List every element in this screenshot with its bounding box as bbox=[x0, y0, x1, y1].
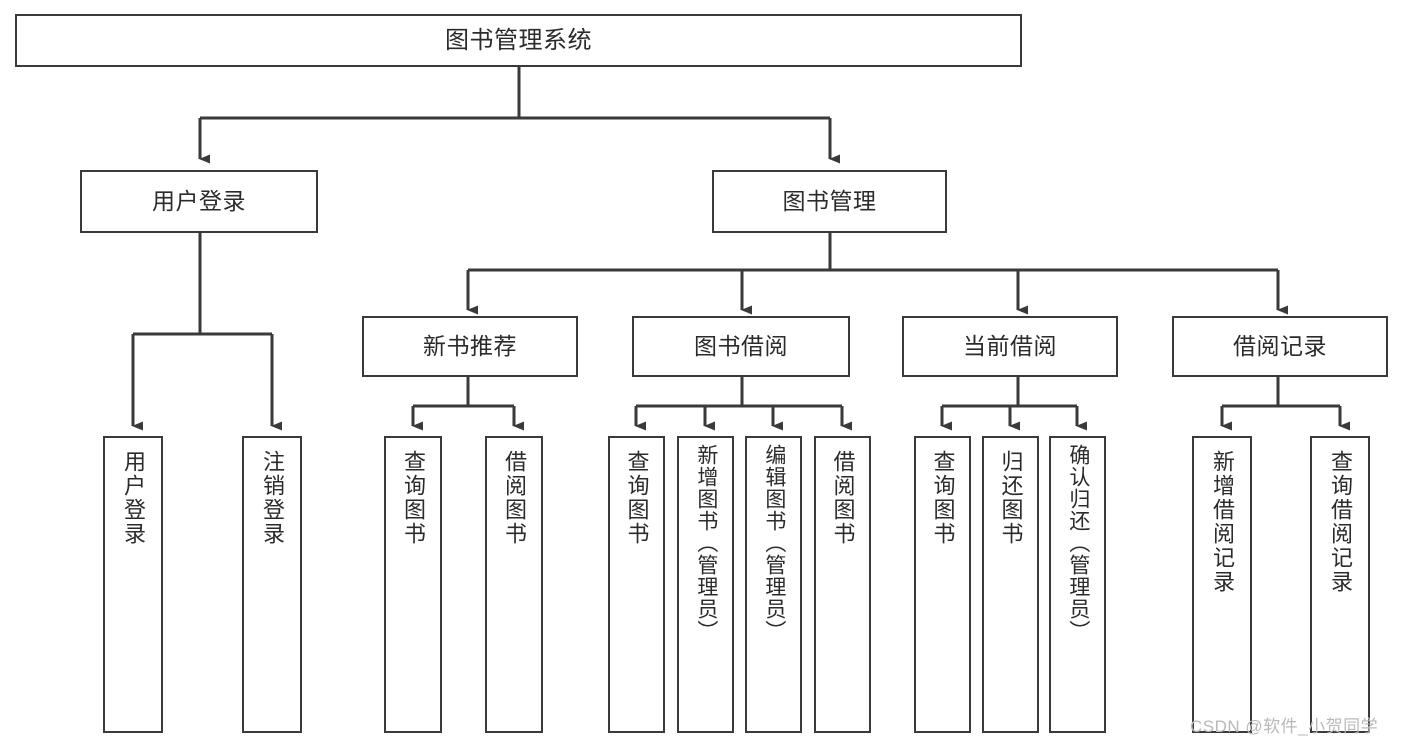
node-user-login[interactable]: 用户登录 bbox=[80, 170, 318, 233]
node-borrow-record-label: 借阅记录 bbox=[1233, 333, 1327, 360]
node-leaf-add-book-label: 新增图书（管理员） bbox=[694, 444, 718, 642]
node-leaf-query-record-label: 查询借阅记录 bbox=[1327, 450, 1353, 594]
node-book-borrow[interactable]: 图书借阅 bbox=[632, 316, 850, 377]
node-leaf-user-login-label: 用户登录 bbox=[120, 450, 146, 546]
node-leaf-add-record[interactable]: 新增借阅记录 bbox=[1192, 436, 1252, 733]
node-leaf-query-book-1-label: 查询图书 bbox=[400, 450, 426, 546]
node-leaf-confirm-return[interactable]: 确认归还（管理员） bbox=[1049, 436, 1106, 733]
node-leaf-edit-book[interactable]: 编辑图书（管理员） bbox=[745, 436, 802, 733]
node-leaf-user-login[interactable]: 用户登录 bbox=[103, 436, 163, 733]
node-leaf-query-record[interactable]: 查询借阅记录 bbox=[1310, 436, 1370, 733]
node-leaf-logout-login-label: 注销登录 bbox=[259, 450, 285, 546]
node-leaf-borrow-book-1[interactable]: 借阅图书 bbox=[485, 436, 543, 733]
node-current-borrow-label: 当前借阅 bbox=[963, 333, 1057, 360]
node-current-borrow[interactable]: 当前借阅 bbox=[902, 316, 1118, 377]
node-book-manage-label: 图书管理 bbox=[782, 188, 877, 215]
node-root-system[interactable]: 图书管理系统 bbox=[15, 14, 1022, 67]
node-leaf-logout-login[interactable]: 注销登录 bbox=[242, 436, 302, 733]
node-leaf-edit-book-label: 编辑图书（管理员） bbox=[762, 444, 786, 642]
node-leaf-add-book[interactable]: 新增图书（管理员） bbox=[677, 436, 734, 733]
node-leaf-query-book-3[interactable]: 查询图书 bbox=[914, 436, 971, 733]
node-leaf-query-book-2[interactable]: 查询图书 bbox=[608, 436, 665, 733]
node-leaf-borrow-book-2-label: 借阅图书 bbox=[830, 450, 856, 546]
node-leaf-borrow-book-2[interactable]: 借阅图书 bbox=[814, 436, 871, 733]
node-leaf-query-book-1[interactable]: 查询图书 bbox=[384, 436, 442, 733]
node-leaf-confirm-return-label: 确认归还（管理员） bbox=[1066, 444, 1090, 642]
csdn-watermark: CSDN @软件_小贺同学 bbox=[1190, 717, 1379, 736]
node-root-system-label: 图书管理系统 bbox=[445, 26, 592, 54]
node-book-borrow-label: 图书借阅 bbox=[694, 333, 788, 360]
node-leaf-add-record-label: 新增借阅记录 bbox=[1209, 450, 1235, 594]
node-leaf-return-book[interactable]: 归还图书 bbox=[982, 436, 1039, 733]
node-new-book-recommend-label: 新书推荐 bbox=[423, 333, 517, 360]
node-borrow-record[interactable]: 借阅记录 bbox=[1172, 316, 1388, 377]
node-book-manage[interactable]: 图书管理 bbox=[712, 170, 947, 233]
node-leaf-query-book-3-label: 查询图书 bbox=[930, 450, 956, 546]
node-leaf-query-book-2-label: 查询图书 bbox=[624, 450, 650, 546]
node-leaf-return-book-label: 归还图书 bbox=[998, 450, 1024, 546]
node-leaf-borrow-book-1-label: 借阅图书 bbox=[501, 450, 527, 546]
node-user-login-label: 用户登录 bbox=[152, 188, 246, 215]
node-new-book-recommend[interactable]: 新书推荐 bbox=[362, 316, 578, 377]
